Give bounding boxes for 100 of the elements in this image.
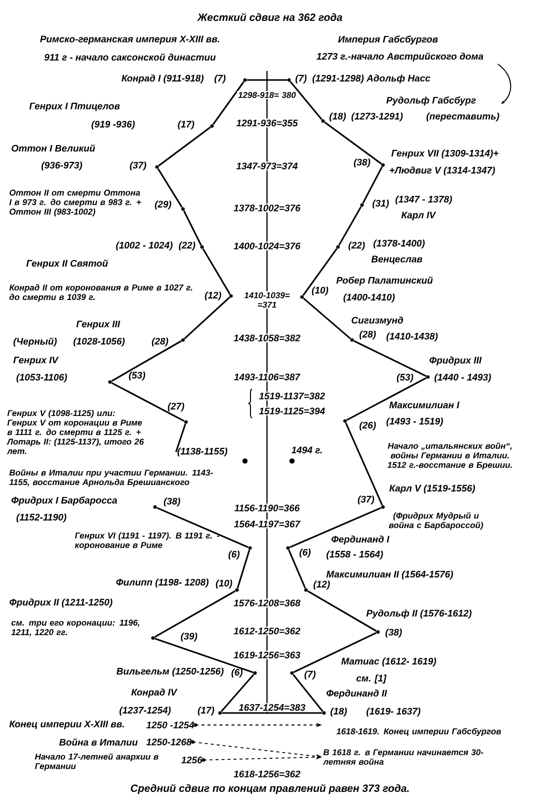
timeline-segment (324, 122, 382, 164)
timeline-segment (158, 126, 211, 166)
ruler-label: (37) (358, 496, 374, 504)
year-difference: 1564-1197=367 (232, 520, 302, 528)
ruler-label: см. [1] (356, 674, 387, 684)
ruler-label: (936-973) (42, 162, 82, 170)
ruler-label: (12) (204, 292, 222, 300)
timeline-segment (345, 422, 383, 506)
year-difference: 1347-973=374 (235, 162, 299, 170)
ruler-label: (53) (128, 372, 146, 380)
year-difference: 1410-1039= =371 (235, 291, 299, 309)
event-text: Конец империи X-XIII вв. (9, 720, 124, 730)
year-difference: 1619-1256=363 (232, 650, 302, 660)
event-text: 1618-1619. Конец империи Габсбургов (336, 728, 501, 736)
ruler-label: (Фридрих Мудрый и война с Барбароссой) (388, 512, 484, 530)
timeline-segment (111, 382, 185, 422)
event-text: 1250 -1254 (146, 722, 194, 728)
ruler-label: (10) (216, 580, 232, 588)
timeline-segment (303, 298, 351, 340)
title: Жесткий сдвиг на 362 года (197, 13, 342, 21)
event-text: 1250-1268 (146, 738, 192, 746)
year-difference: 1618-1256=362 (232, 770, 302, 778)
timeline-segment (236, 550, 250, 588)
ruler-label: (6) (228, 550, 240, 560)
ruler-label: (38) (386, 628, 402, 638)
heading: Римско-германская империя X-XIII вв. (40, 36, 220, 44)
timeline-segment (157, 168, 183, 208)
ruler-label: Конрад I (911-918) (122, 74, 204, 84)
ruler-label: Оттон II от смерти Оттона I в 973 г. до смерти в 983 г. + Оттон III (983-1002) (9, 190, 141, 216)
year-difference: 1493-1106=387 (232, 372, 302, 382)
ruler-label: (37) (130, 162, 146, 170)
ruler-label: (38) (354, 158, 370, 168)
ruler-label: Генрих IV (13, 356, 59, 366)
ruler-label: (22) (348, 242, 365, 250)
timeline-segment (292, 674, 324, 712)
timeline-segment (220, 674, 254, 712)
ruler-label: Фердинанд II (326, 690, 388, 698)
timeline-segment (307, 590, 377, 632)
ruler-label: (переставить) (426, 112, 500, 122)
ruler-label: (29) (154, 200, 172, 210)
year-difference: 1519-1137=382 (258, 392, 326, 400)
ruler-label: (53) (396, 374, 414, 382)
ruler-label: см. три его коронации: 1196, 1211, 1220 гг. (11, 620, 140, 636)
ruler-label: Венцеслав (371, 256, 422, 264)
event-text: Начало 17-летней анархии в Германии (34, 753, 158, 771)
event-text: 1256 (181, 756, 202, 764)
note-text: Войны в Италии при участии Германии. 1143-1155, восстание Арнольда Брешианского (9, 469, 213, 487)
timeline-segment (247, 79, 287, 81)
ruler-label: (6) (300, 548, 311, 558)
ruler-label: Конрад IV (131, 688, 178, 698)
ruler-label: (18) (330, 708, 347, 716)
ruler-label: Максимилиан I (389, 402, 460, 408)
ruler-label: (7) (304, 670, 316, 680)
ruler-label: (1378-1400) (374, 240, 425, 248)
timeline-segment (202, 248, 231, 295)
ruler-label: (27) (168, 402, 184, 412)
ruler-label: (28) (152, 338, 168, 346)
year-difference: 1576-1208=368 (232, 598, 302, 608)
ruler-label: (28) (360, 330, 376, 340)
ruler-label: (1237-1254) (120, 706, 171, 716)
ruler-label: (31) (372, 200, 389, 208)
year-difference: 1378-1002=376 (232, 204, 302, 212)
event-text: В 1618 г. в Германии начинается 30-летняя война (322, 749, 484, 765)
timeline-segment (293, 632, 377, 673)
ruler-label: Фридрих I Барбаросса (12, 496, 118, 506)
timeline-segment (362, 166, 383, 204)
timeline-segment (346, 377, 427, 421)
ruler-label: Фридрих III (430, 356, 482, 366)
ruler-label: (919 -936) (92, 120, 135, 130)
ruler-label: Генрих I Птицелов (29, 102, 120, 112)
ruler-label: (12) (314, 580, 330, 590)
ruler-label: (1558 - 1564) (326, 550, 383, 560)
ruler-label: (17) (198, 706, 214, 716)
year-difference: 1612-1250=362 (232, 626, 302, 636)
ruler-label: Оттон I Великий (12, 144, 96, 152)
year-difference: 1519-1125=394 (258, 406, 326, 416)
ruler-label: Максимилиан II (1564-1576) (326, 570, 453, 580)
ruler-label: (38) (164, 498, 180, 506)
timeline-segment (222, 712, 322, 714)
ruler-label: (1053-1106) (16, 374, 67, 382)
ruler-label: (10) (312, 286, 328, 296)
timeline-segment (154, 590, 236, 638)
ruler-label: Генрих VI (1191 - 1197). В 1191 г. - коронование в Риме (74, 532, 220, 550)
ruler-label: Генрих III (76, 320, 120, 330)
heading: Империя Габсбургов (338, 36, 438, 44)
ruler-label: (18) (330, 112, 346, 122)
ruler-label: (1619- 1637) (366, 708, 420, 716)
year-difference: 1291-936=355 (235, 118, 299, 128)
timeline-segment (183, 210, 202, 246)
timeline-segment (290, 81, 322, 120)
ruler-label: Генрих II Святой (26, 259, 108, 269)
ruler-label: Филипп (1198- 1208) (116, 578, 209, 588)
ruler-label: (1400-1410) (344, 294, 395, 302)
ruler-label: (1028-1056) (74, 338, 125, 346)
ruler-label: (1152-1190) (16, 514, 66, 522)
ruler-label: Фердинанд I (332, 536, 390, 544)
ruler-label: Матиас (1612- 1619) (341, 658, 436, 666)
ruler-label: (1347 - 1378) (396, 196, 452, 204)
ruler-label: Рудольф II (1576-1612) (366, 610, 472, 618)
ruler-label: Робер Палатинский (336, 276, 433, 286)
